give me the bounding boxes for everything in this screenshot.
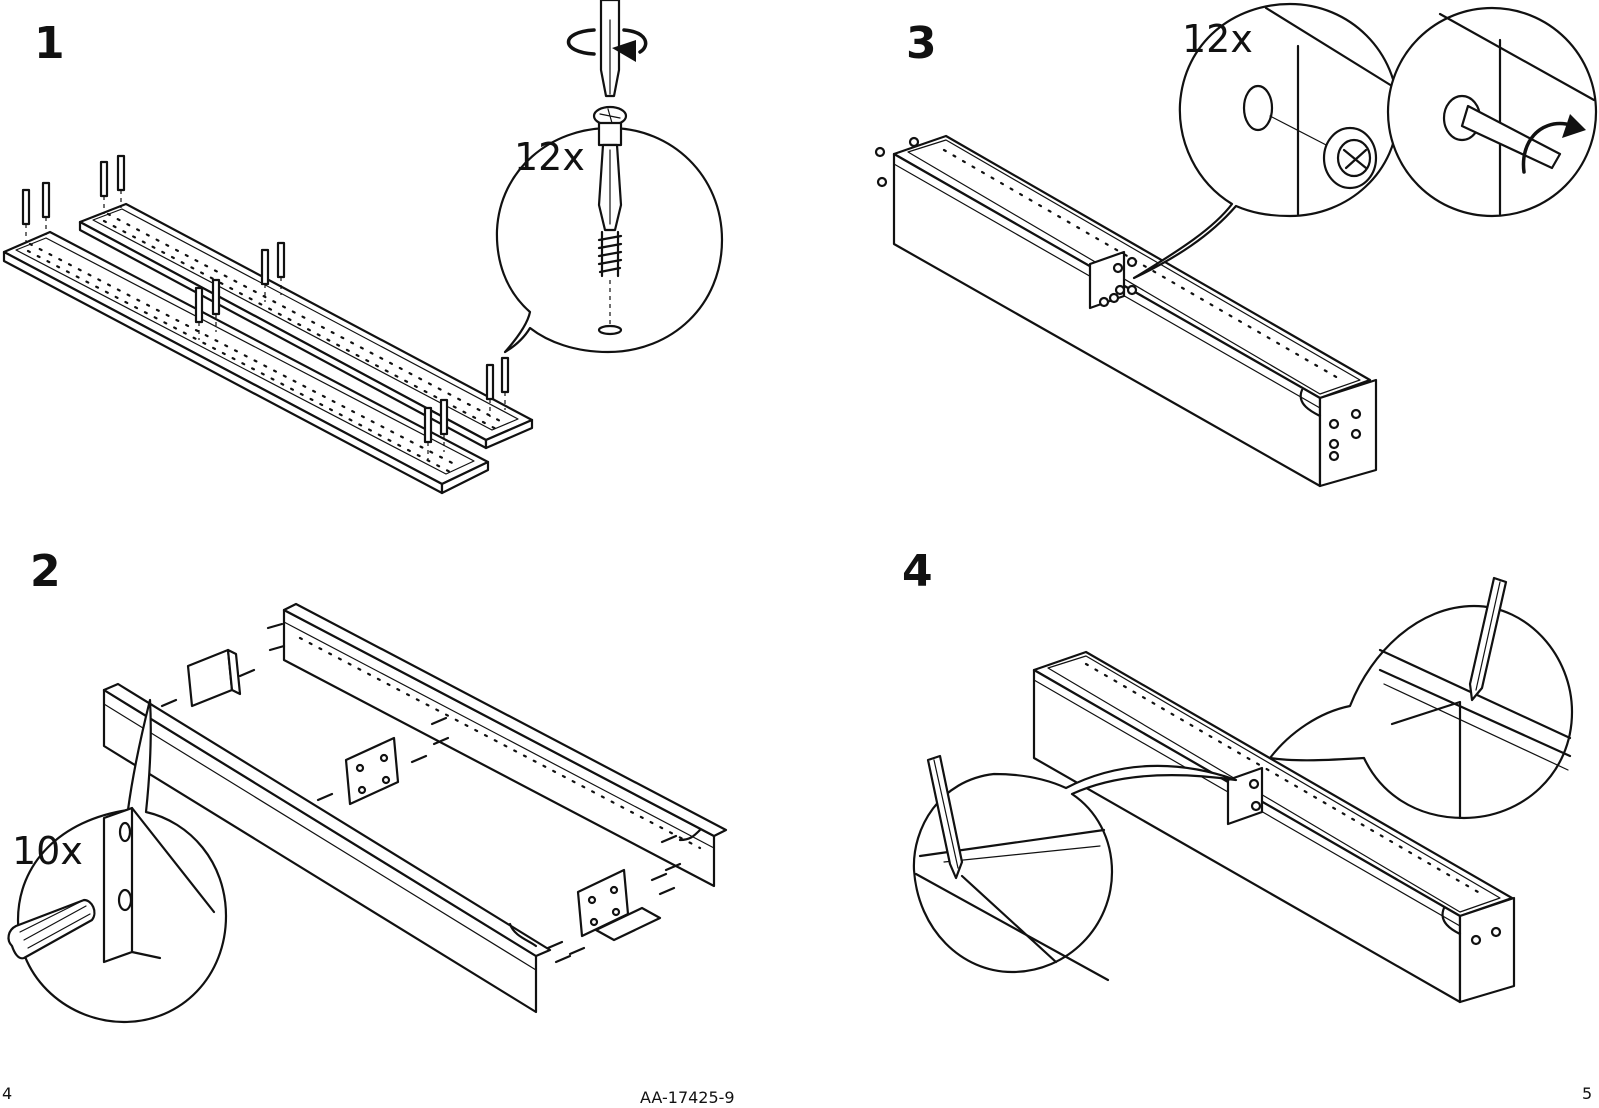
step-number-4: 4 <box>902 550 933 594</box>
document-code: AA-17425-9 <box>640 1090 735 1106</box>
step1-illustration <box>4 0 722 493</box>
right-page-number: 5 <box>1582 1086 1592 1102</box>
left-page-number: 4 <box>2 1086 12 1102</box>
step4-detail-bubble-right <box>1270 578 1572 818</box>
step4-illustration <box>914 578 1572 1002</box>
step1-quantity-label: 12x <box>514 138 585 176</box>
step3-detail-bubble-1 <box>1134 4 1398 278</box>
step-number-1: 1 <box>34 22 65 66</box>
step-number-3: 3 <box>906 22 937 66</box>
step3-detail-bubble-2 <box>1388 8 1596 216</box>
step3-illustration <box>876 4 1596 486</box>
step3-quantity-label: 12x <box>1182 20 1253 58</box>
step2-quantity-label: 10x <box>12 832 83 870</box>
step-number-2: 2 <box>30 550 61 594</box>
step2-illustration <box>9 604 726 1022</box>
